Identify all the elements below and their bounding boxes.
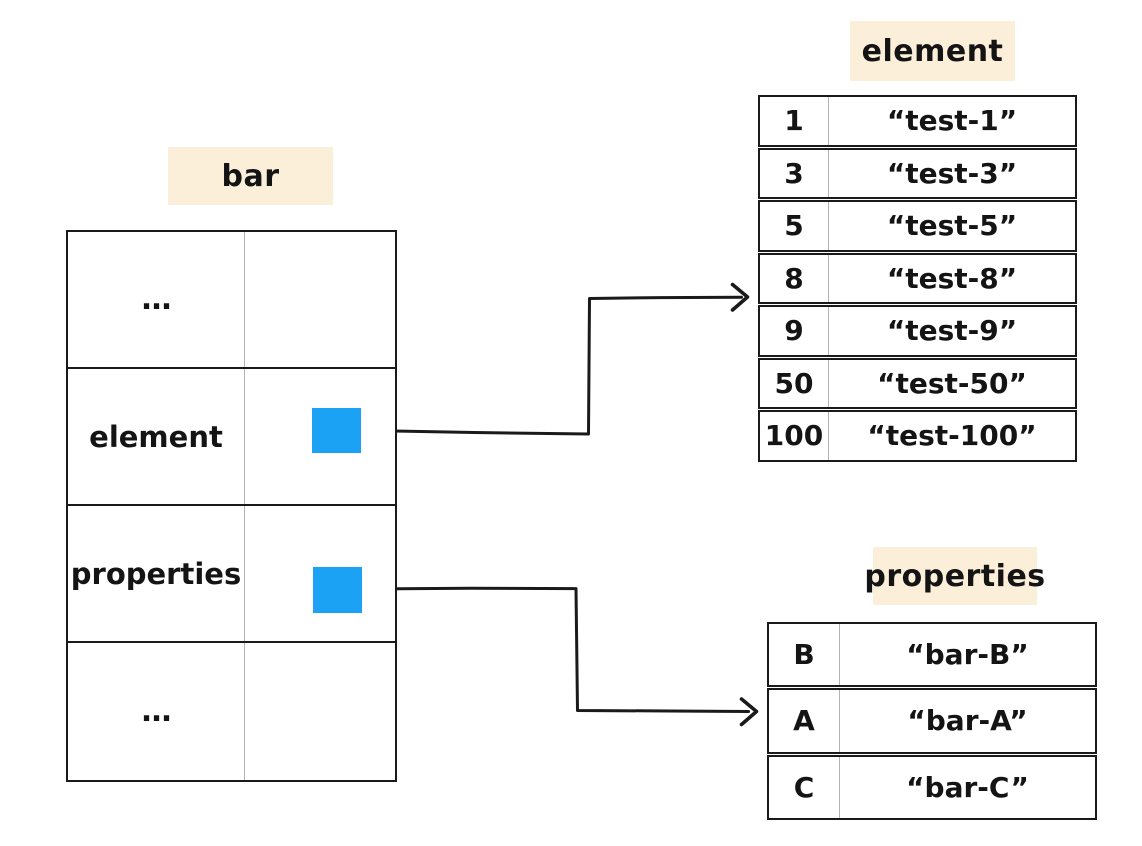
- element-table-row: 3 “test-3”: [758, 147, 1077, 199]
- bar-row-label: …: [68, 232, 245, 367]
- properties-value: “bar-B”: [906, 638, 1029, 672]
- properties-table: B “bar-B” A “bar-A” C “bar-C”: [767, 622, 1097, 820]
- bar-table-row-properties: properties: [68, 506, 395, 643]
- element-key: 8: [760, 254, 829, 302]
- element-key: 50: [760, 359, 829, 407]
- bar-row-label: properties: [68, 506, 245, 641]
- properties-value: “bar-A”: [907, 704, 1028, 738]
- element-key: 9: [760, 307, 829, 355]
- properties-table-row: A “bar-A”: [767, 688, 1097, 754]
- bar-row-label: element: [68, 369, 245, 504]
- element-pointer-arrowhead-icon: [730, 282, 750, 312]
- properties-pointer-arrowhead-icon: [739, 697, 759, 727]
- element-pointer-square: [312, 408, 361, 453]
- properties-key: C: [769, 756, 840, 818]
- element-key: 3: [760, 149, 829, 197]
- bar-table-title: bar: [168, 147, 333, 205]
- properties-pointer-arrow-line: [363, 586, 750, 713]
- element-table-row: 5 “test-5”: [758, 200, 1077, 252]
- bar-table-row-ellipsis-top: …: [68, 232, 395, 369]
- element-key: 1: [760, 97, 829, 145]
- bar-table: … element properties …: [66, 230, 397, 782]
- properties-key: A: [769, 690, 840, 752]
- properties-pointer-square: [313, 567, 362, 613]
- element-value: “test-5”: [886, 209, 1018, 243]
- element-table-row: 8 “test-8”: [758, 252, 1077, 304]
- bar-row-label: …: [68, 643, 245, 780]
- bar-row-value-cell: [245, 232, 395, 367]
- element-value: “test-9”: [886, 314, 1018, 348]
- element-value: “test-100”: [867, 419, 1037, 453]
- bar-table-row-ellipsis-bottom: …: [68, 643, 395, 780]
- element-key: 100: [760, 412, 829, 460]
- element-value: “test-1”: [886, 104, 1018, 138]
- element-table-row: 50 “test-50”: [758, 357, 1077, 409]
- element-value: “test-8”: [886, 261, 1018, 295]
- properties-table-title: properties: [864, 547, 1045, 605]
- bar-row-value-cell: [245, 643, 395, 780]
- properties-value: “bar-C”: [906, 770, 1029, 804]
- element-table-row: 9 “test-9”: [758, 305, 1077, 357]
- element-table-title: element: [850, 21, 1015, 81]
- properties-table-row: C “bar-C”: [767, 754, 1097, 820]
- bar-table-row-element: element: [68, 369, 395, 506]
- element-pointer-arrow-line: [363, 295, 743, 436]
- element-value: “test-50”: [877, 366, 1027, 400]
- element-key: 5: [760, 202, 829, 250]
- element-value: “test-3”: [886, 156, 1018, 190]
- element-table: 1 “test-1” 3 “test-3” 5 “test-5” 8 “test…: [758, 95, 1077, 462]
- element-table-row: 100 “test-100”: [758, 410, 1077, 462]
- element-table-row: 1 “test-1”: [758, 95, 1077, 147]
- properties-table-row: B “bar-B”: [767, 622, 1097, 688]
- properties-key: B: [769, 624, 840, 686]
